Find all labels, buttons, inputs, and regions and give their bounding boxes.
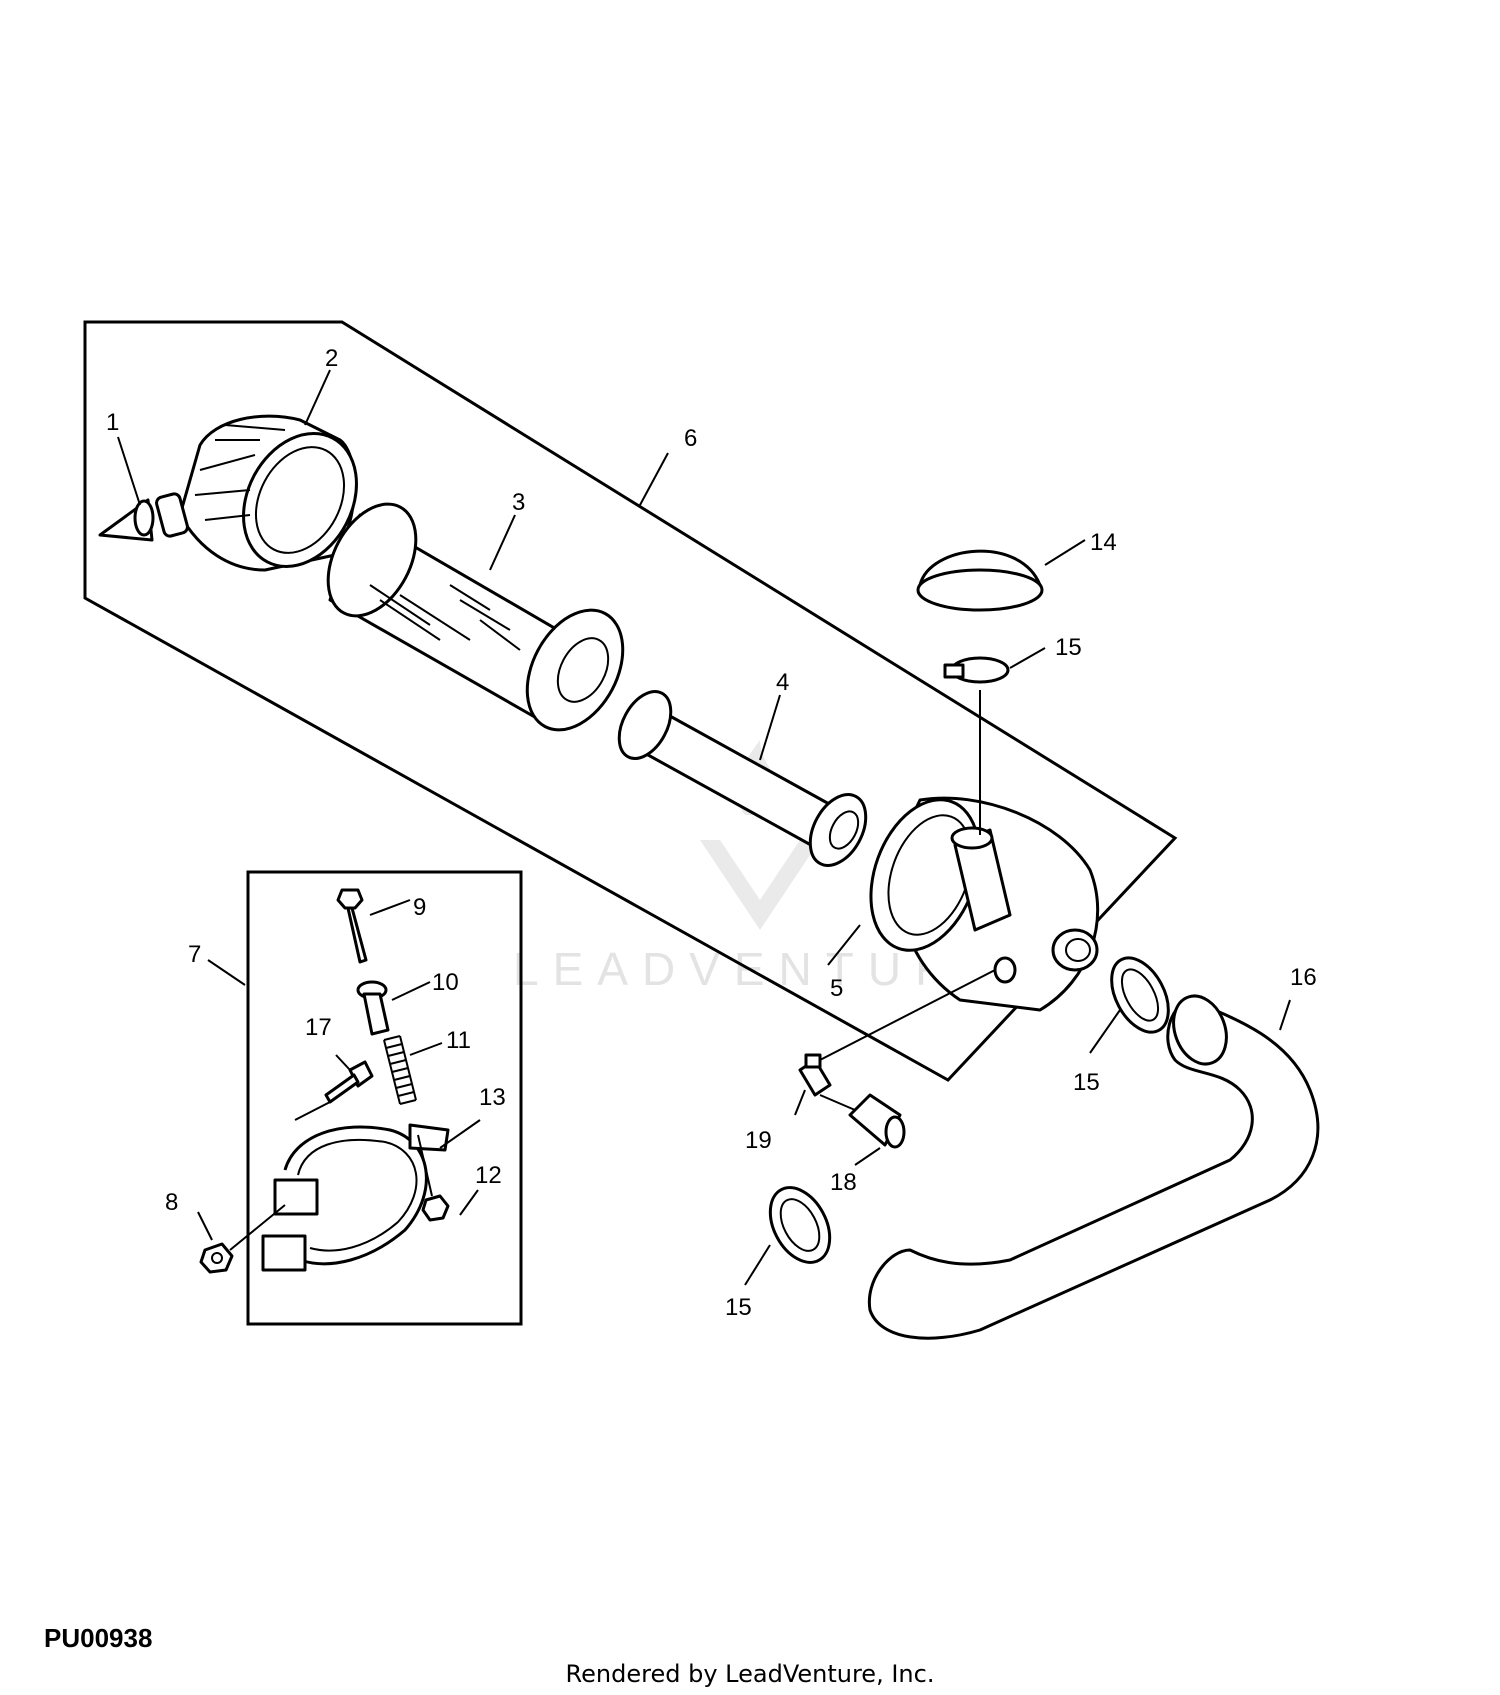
callout-4: 4 (776, 669, 789, 696)
callout-3: 3 (512, 489, 525, 516)
part-band-clamp (261, 1123, 450, 1272)
part-primary-filter (326, 502, 625, 732)
part-cap-screw (336, 888, 368, 964)
callout-6: 6 (684, 425, 697, 452)
render-credit: Rendered by LeadVenture, Inc. (565, 1660, 935, 1688)
leader-lines (117, 369, 1291, 1286)
callout-15-upper: 15 (1055, 634, 1082, 661)
part-cap (916, 549, 1044, 612)
part-hose-clamp-lower (768, 1186, 832, 1264)
part-bushing (356, 980, 390, 1036)
part-valve (98, 498, 155, 542)
part-hex-nut-12 (421, 1194, 450, 1222)
callout-15-lower: 15 (725, 1294, 752, 1321)
callout-7: 7 (188, 941, 201, 968)
callout-14: 14 (1090, 529, 1117, 556)
callout-15-right: 15 (1073, 1069, 1100, 1096)
callout-8: 8 (165, 1189, 178, 1216)
callout-10: 10 (432, 969, 459, 996)
figure-id: PU00938 (44, 1623, 153, 1653)
part-hose-clamp-right (1110, 956, 1170, 1034)
part-fitting (848, 1093, 906, 1149)
part-carriage-bolt (324, 1060, 374, 1104)
part-cover (155, 414, 358, 572)
part-housing (869, 796, 1100, 1012)
callout-18: 18 (830, 1169, 857, 1196)
clamp-inset-frame (246, 870, 523, 1326)
part-spring (383, 1035, 417, 1105)
callout-19: 19 (745, 1127, 772, 1154)
callout-2: 2 (325, 345, 338, 372)
part-hose-clamp-upper (943, 656, 1010, 684)
callout-9: 9 (413, 894, 426, 921)
part-secondary-filter (617, 690, 868, 867)
callout-11: 11 (446, 1027, 471, 1054)
part-elbow (798, 1053, 832, 1097)
callout-12: 12 (475, 1162, 502, 1189)
part-hose (867, 994, 1320, 1340)
callout-13: 13 (479, 1084, 506, 1111)
part-hex-nut-8 (199, 1242, 234, 1274)
callout-17: 17 (305, 1014, 332, 1041)
callout-16: 16 (1290, 964, 1317, 991)
callout-5: 5 (830, 975, 843, 1002)
callout-1: 1 (106, 409, 119, 436)
